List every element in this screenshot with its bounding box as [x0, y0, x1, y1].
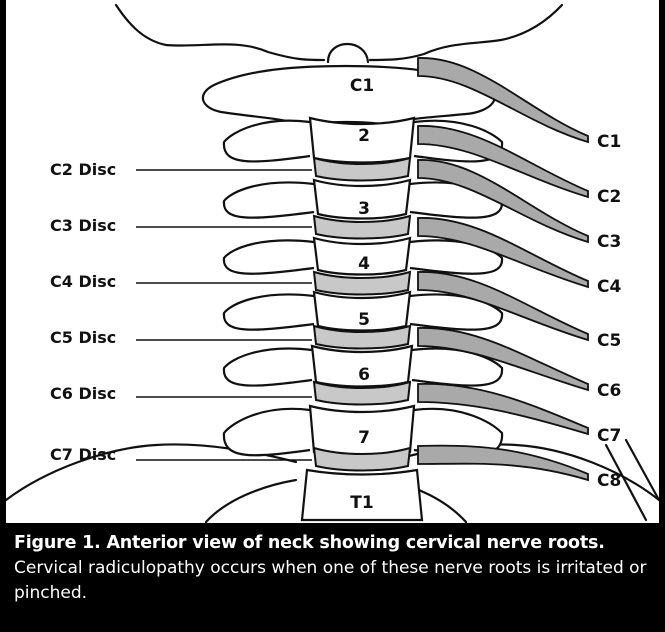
nerve-label-c1: C1 — [597, 134, 621, 151]
vertebra-label-6: 6 — [358, 367, 370, 384]
vertebra-process-left — [224, 349, 312, 386]
disc-label-c5: C5 Disc — [50, 330, 116, 346]
nerve-root — [418, 446, 588, 480]
vertebra-label-5: 5 — [358, 312, 370, 329]
vertebra-process-left — [224, 294, 314, 329]
vertebra-label-7: 7 — [358, 430, 370, 447]
caption-title: Figure 1. Anterior view of neck showing … — [14, 530, 654, 556]
disc-label-c4: C4 Disc — [50, 274, 116, 290]
dens — [328, 44, 368, 62]
nerve-label-c7: C7 — [597, 428, 621, 445]
disc-label-c7: C7 Disc — [50, 447, 116, 463]
vertebra-label-c1: C1 — [350, 78, 374, 95]
nerve-label-c8: C8 — [597, 473, 621, 490]
vertebra-label-3: 3 — [358, 201, 370, 218]
vertebra-process-left — [224, 182, 314, 217]
caption-body: Cervical radiculopathy occurs when one o… — [14, 556, 654, 606]
vertebra-process-left — [224, 409, 310, 455]
vertebra-process-left — [224, 240, 314, 273]
nerve-label-c4: C4 — [597, 279, 621, 296]
vertebra-label-2: 2 — [358, 128, 370, 145]
vertebra-label-4: 4 — [358, 256, 370, 273]
skull-base — [370, 5, 562, 60]
figure-caption: Figure 1. Anterior view of neck showing … — [14, 530, 654, 606]
skull-base — [116, 5, 324, 60]
vertebra-process-left — [224, 121, 310, 162]
diagram-panel: C1 2 3 4 5 6 7 T1 C2 Disc C3 Disc C4 Dis… — [6, 0, 659, 523]
nerve-label-c6: C6 — [597, 383, 621, 400]
disc-label-c6: C6 Disc — [50, 386, 116, 402]
vertebra-label-t1: T1 — [350, 495, 373, 512]
disc-label-c2: C2 Disc — [50, 162, 116, 178]
nerve-label-c2: C2 — [597, 189, 621, 206]
disc-label-c3: C3 Disc — [50, 218, 116, 234]
nerve-label-c5: C5 — [597, 333, 621, 350]
first-rib-left — [206, 480, 296, 522]
nerve-label-c3: C3 — [597, 234, 621, 251]
